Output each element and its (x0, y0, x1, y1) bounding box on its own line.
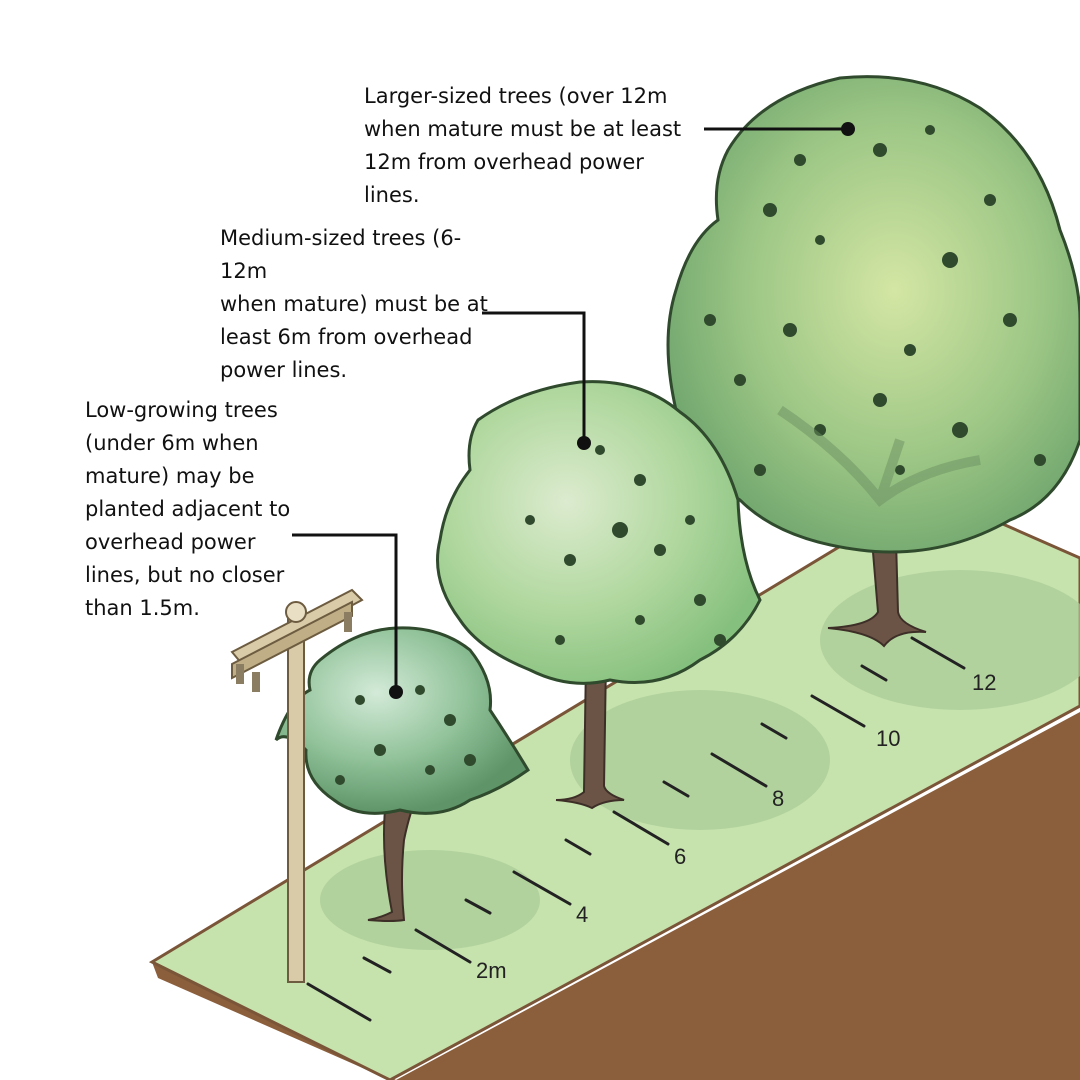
distance-label-12: 12 (972, 670, 996, 695)
distance-label-8: 8 (772, 786, 784, 811)
power-pole (230, 588, 364, 983)
callout-large-trees: Larger-sized trees (over 12m when mature… (364, 84, 682, 207)
distance-labels: 2m 4 6 8 10 12 (476, 670, 996, 983)
large-tree (666, 75, 1080, 648)
callout-medium-trees: Medium-sized trees (6-12m when mature) m… (220, 226, 488, 382)
distance-ticks (306, 636, 966, 1022)
distance-label-10: 10 (876, 726, 900, 751)
distance-label-6: 6 (674, 844, 686, 869)
medium-tree (436, 380, 762, 810)
callout-low-trees: Low-growing trees (under 6m when mature)… (85, 398, 291, 620)
small-tree (274, 626, 530, 922)
leader-lines (292, 127, 848, 692)
distance-label-2m: 2m (476, 958, 507, 983)
distance-label-4: 4 (576, 902, 588, 927)
leader-dots (389, 122, 855, 699)
